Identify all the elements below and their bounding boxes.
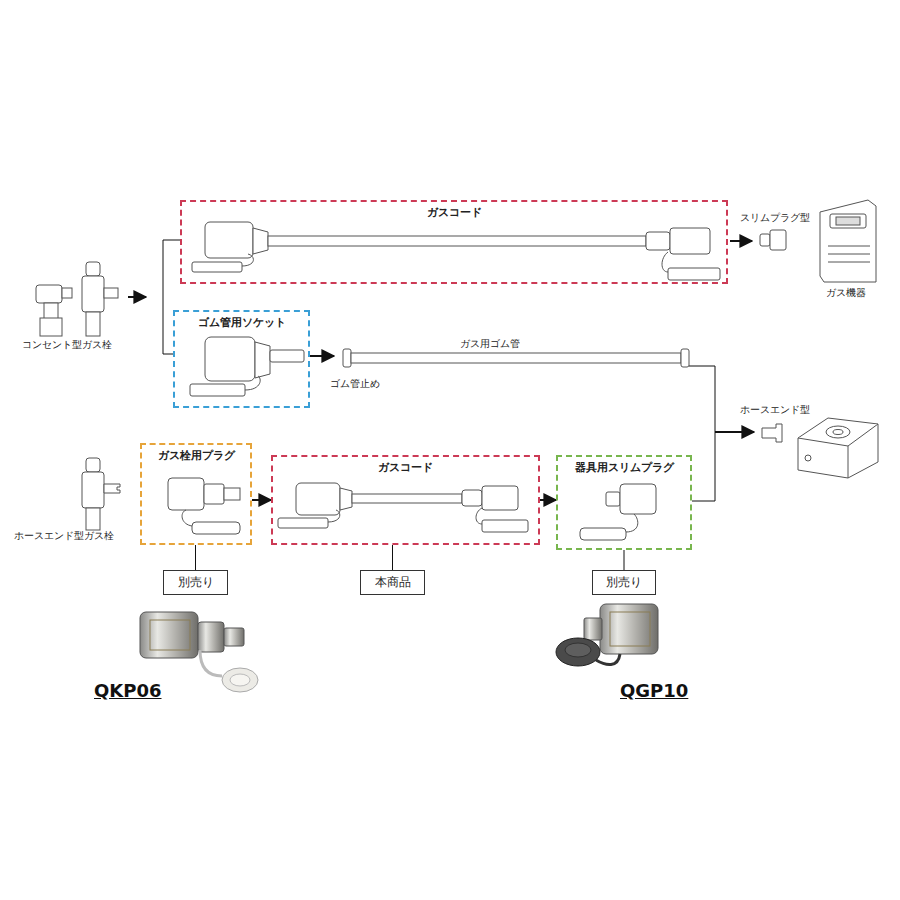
socket-box: ゴム管用ソケット	[173, 310, 310, 408]
hose-stopper-label: ゴム管止め	[330, 378, 380, 390]
box-heading: 器具用スリムプラグ	[558, 461, 690, 475]
gas-appliance	[820, 200, 876, 282]
part-number: QGP10	[620, 680, 688, 702]
part-number: QKP06	[94, 680, 162, 702]
connector-line	[195, 545, 196, 570]
box-heading: ガスコード	[182, 206, 726, 220]
tag-text: 別売り	[593, 571, 655, 593]
this-product-tag: 本商品	[360, 570, 425, 595]
valve-label: ホースエンド型ガス栓	[14, 530, 114, 542]
box-heading: ゴム管用ソケット	[175, 316, 308, 330]
qgp10-photo	[556, 604, 658, 666]
box-heading: ガスコード	[273, 461, 538, 475]
tag-text: 本商品	[361, 571, 424, 593]
hose-label: ガス用ゴム管	[460, 338, 520, 350]
rubber-hose	[343, 349, 689, 367]
gas-cord-box: ガスコード	[180, 200, 728, 284]
concent-valve	[36, 262, 118, 336]
hose-end-symbol	[762, 424, 782, 442]
gas-cord-box: ガスコード	[271, 455, 540, 545]
tag-text: 別売り	[164, 571, 227, 593]
flow-lines	[128, 240, 754, 501]
gas-stove	[798, 418, 878, 478]
gas-cord-illustration	[278, 483, 528, 532]
plug-type-label: スリムプラグ型	[740, 212, 810, 224]
slim-plug-illustration	[580, 484, 656, 540]
slim-plug-symbol	[760, 230, 786, 250]
socket-illustration	[190, 337, 304, 396]
sold-separately-tag: 別売り	[163, 570, 228, 595]
slim-plug-box: 器具用スリムプラグ	[556, 455, 692, 550]
gas-cord-illustration	[192, 222, 720, 280]
valve-plug-illustration	[168, 478, 240, 534]
flow-arrow	[252, 499, 271, 501]
box-heading: ガス栓用プラグ	[142, 449, 250, 463]
hose-end-valve	[82, 458, 120, 530]
valve-label: コンセント型ガス栓	[22, 339, 112, 351]
connector-line	[624, 550, 625, 570]
valve-plug-box: ガス栓用プラグ	[140, 443, 252, 545]
flow-arrow	[540, 499, 556, 501]
hose-end-type-label: ホースエンド型	[740, 404, 810, 416]
sold-separately-tag: 別売り	[592, 570, 656, 595]
connector-line	[392, 545, 393, 570]
appliance-label: ガス機器	[826, 287, 866, 299]
